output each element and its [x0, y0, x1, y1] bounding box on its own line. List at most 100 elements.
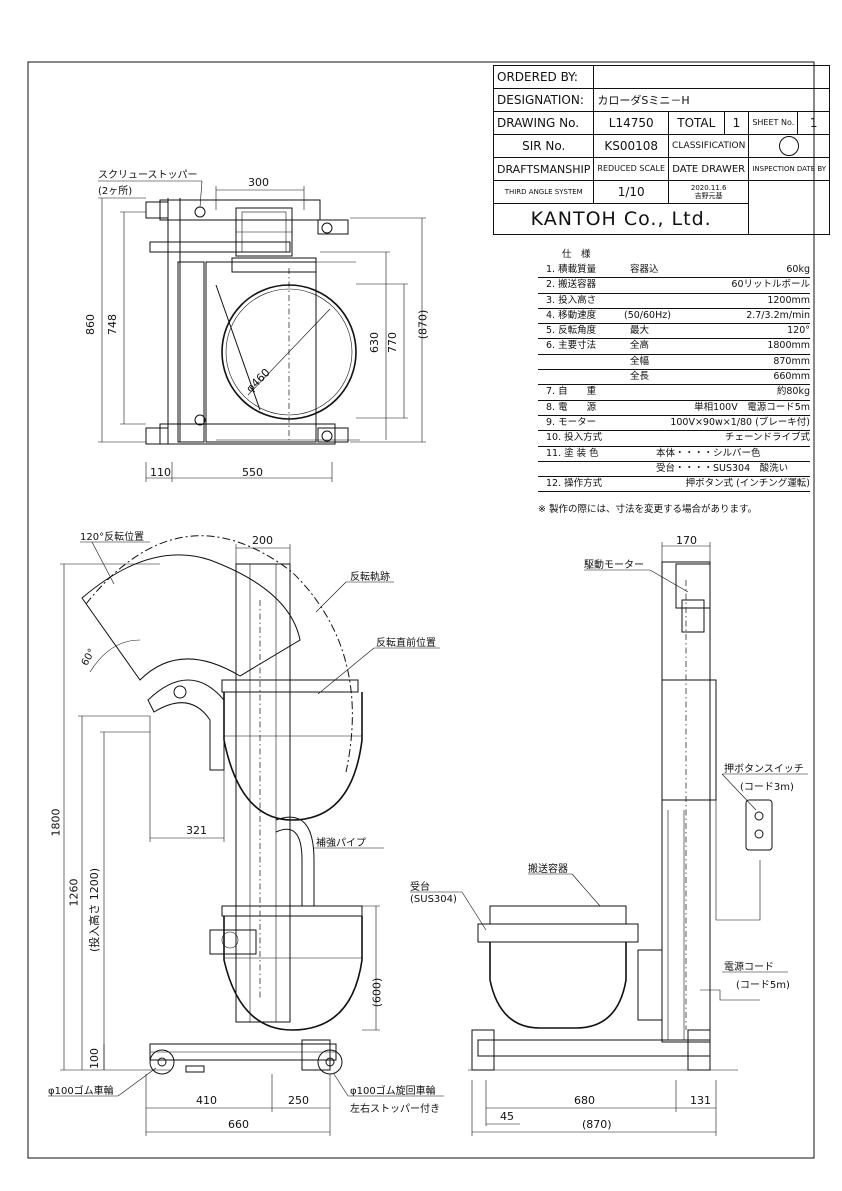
sir-no-label: SIR No.: [492, 134, 595, 158]
spec-row: 4. 移動速度(50/60Hz)2.7/3.2m/min: [538, 309, 810, 325]
total-value: 1: [723, 111, 750, 135]
push-button-label: 押ボタンスイッチ: [724, 764, 804, 775]
spec-mid: 受台・・・・SUS304 酸洗い: [656, 462, 789, 474]
dim-748: 748: [106, 314, 119, 335]
spec-row: 5. 反転角度 最大 120°: [538, 324, 810, 340]
wheel-label: φ100ゴム車輪: [48, 1086, 114, 1097]
spec-value: 660mm: [773, 371, 810, 383]
front-view: [48, 535, 444, 1136]
spec-heading: 仕 様: [562, 249, 591, 260]
spec-row: 7. 自 重 約80kg: [538, 385, 810, 401]
spec-label: 12. 操作方式: [546, 478, 603, 490]
spec-label: 10. 投入方式: [546, 432, 603, 444]
spec-mid: 本体・・・・シルバー色: [656, 447, 761, 459]
spec-mid: 全高: [630, 340, 650, 352]
spec-value: 60kg: [786, 264, 810, 275]
spec-label: 6. 主要寸法: [546, 340, 597, 352]
draftsmanship-label: DRAFTSMANSHIP: [492, 157, 595, 181]
spec-value: 870mm: [773, 355, 810, 367]
spec-value: 約80kg: [776, 386, 810, 398]
spec-value: 60リットルボール: [731, 279, 810, 291]
spec-label: 7. 自 重: [546, 386, 597, 398]
dim-100: 100: [88, 1048, 101, 1069]
date-value: 2020.11.6: [690, 184, 727, 192]
top-view: [98, 180, 426, 482]
side-view: [410, 542, 808, 1136]
dim-250: 250: [288, 1094, 309, 1107]
spec-row: 3. 投入高さ 1200mm: [538, 294, 810, 309]
spec-label: 9. モーター: [546, 416, 597, 428]
screw-stopper-count: (2ヶ所): [98, 186, 133, 197]
push-button-cord: (コード3m): [740, 782, 794, 793]
sheet-value: 1: [797, 111, 831, 135]
spec-value: 1800mm: [767, 340, 810, 352]
dim-1800: 1800: [49, 808, 63, 837]
spec-mid: 全長: [630, 371, 650, 383]
reinforce-pipe-label: 補強パイプ: [316, 838, 366, 849]
dim-600: (600): [370, 977, 384, 1008]
dim-860: 860: [84, 314, 97, 335]
spec-label: 11. 塗 装 色: [546, 447, 599, 459]
dim-1200: (投入高さ 1200): [88, 867, 102, 953]
dim-45: 45: [500, 1110, 514, 1123]
container-label: 搬送容器: [528, 864, 568, 875]
drawer-value: 吉野元基: [694, 192, 723, 200]
date-drawer-label: DATE DRAWER: [668, 157, 750, 181]
spec-label: 2. 搬送容器: [546, 279, 597, 291]
spec-label: 1. 積載質量: [546, 264, 597, 275]
caster-label: φ100ゴム旋回車輪: [350, 1086, 436, 1097]
dim-110: 110: [150, 466, 171, 479]
receiver-material: (SUS304): [410, 894, 457, 905]
screw-stopper-label: スクリューストッパー: [98, 170, 198, 181]
designation-label: DESIGNATION:: [492, 88, 595, 112]
spec-row: 11. 塗 装 色 本体・・・・シルバー色: [538, 447, 810, 462]
spec-label: 5. 反転角度: [546, 325, 597, 337]
drawing-no-label: DRAWING No.: [492, 111, 595, 135]
total-label: TOTAL: [668, 111, 725, 135]
ordered-by-label: ORDERED BY:: [492, 65, 595, 89]
sheet-border: [27, 61, 815, 1159]
spec-note: ※ 製作の際には、寸法を変更する場合があります。: [538, 504, 758, 515]
power-cord-length: (コード5m): [736, 980, 790, 991]
dim-1260: 1260: [67, 878, 81, 907]
spec-row: 全幅 870mm: [538, 355, 810, 371]
spec-table: 仕 様 1. 積載質量 容器込 60kg 2. 搬送容器 60リットルボール 3. 投…: [538, 248, 810, 493]
dim-321: 321: [186, 824, 207, 837]
reduced-scale-label: REDUCED SCALE: [593, 157, 670, 181]
tilt-position-label: 120°反転位置: [80, 532, 145, 543]
dim-680: 680: [574, 1094, 595, 1107]
spec-row: 6. 主要寸法 全高 1800mm: [538, 339, 810, 355]
spec-mid: 単相100V 電源コード5m: [694, 401, 810, 413]
spec-label: 8. 電 源: [546, 401, 597, 413]
spec-mid: 全幅: [630, 355, 650, 367]
spec-row: 8. 電 源 単相100V 電源コード5m: [538, 401, 810, 416]
scale-value: 1/10: [593, 180, 670, 204]
spec-mid: 容器込: [630, 264, 659, 275]
dim-770: 770: [386, 332, 399, 353]
third-angle-label: THIRD ANGLE SYSTEM: [492, 180, 595, 204]
dim-200: 200: [252, 534, 273, 547]
inspection-cell: [748, 180, 831, 235]
dim-550: 550: [242, 466, 263, 479]
spec-value: 120°: [787, 325, 810, 337]
classification-label: CLASSIFICATION: [668, 134, 750, 158]
classification-mark: [748, 134, 831, 158]
spec-mid: 最大: [630, 325, 650, 337]
designation-value: カローダSミニ－H: [593, 88, 831, 112]
dim-660: 660: [228, 1118, 249, 1131]
spec-value: 1200mm: [767, 294, 810, 306]
spec-label: 3. 投入高さ: [546, 294, 597, 306]
spec-row: 1. 積載質量 容器込 60kg: [538, 263, 810, 279]
drawing-no-value: L14750: [593, 111, 670, 135]
spec-label: 4. 移動速度: [546, 309, 597, 321]
dim-131: 131: [690, 1094, 711, 1107]
sir-no-value: KS00108: [593, 134, 670, 158]
trajectory-label: 反転軌跡: [350, 572, 390, 583]
spec-heading-row: 仕 様: [538, 248, 810, 263]
spec-row: 全長 660mm: [538, 370, 810, 386]
spec-row: 10. 投入方式チェーンドライブ式: [538, 431, 810, 447]
pre-tilt-label: 反転直前位置: [376, 638, 436, 649]
